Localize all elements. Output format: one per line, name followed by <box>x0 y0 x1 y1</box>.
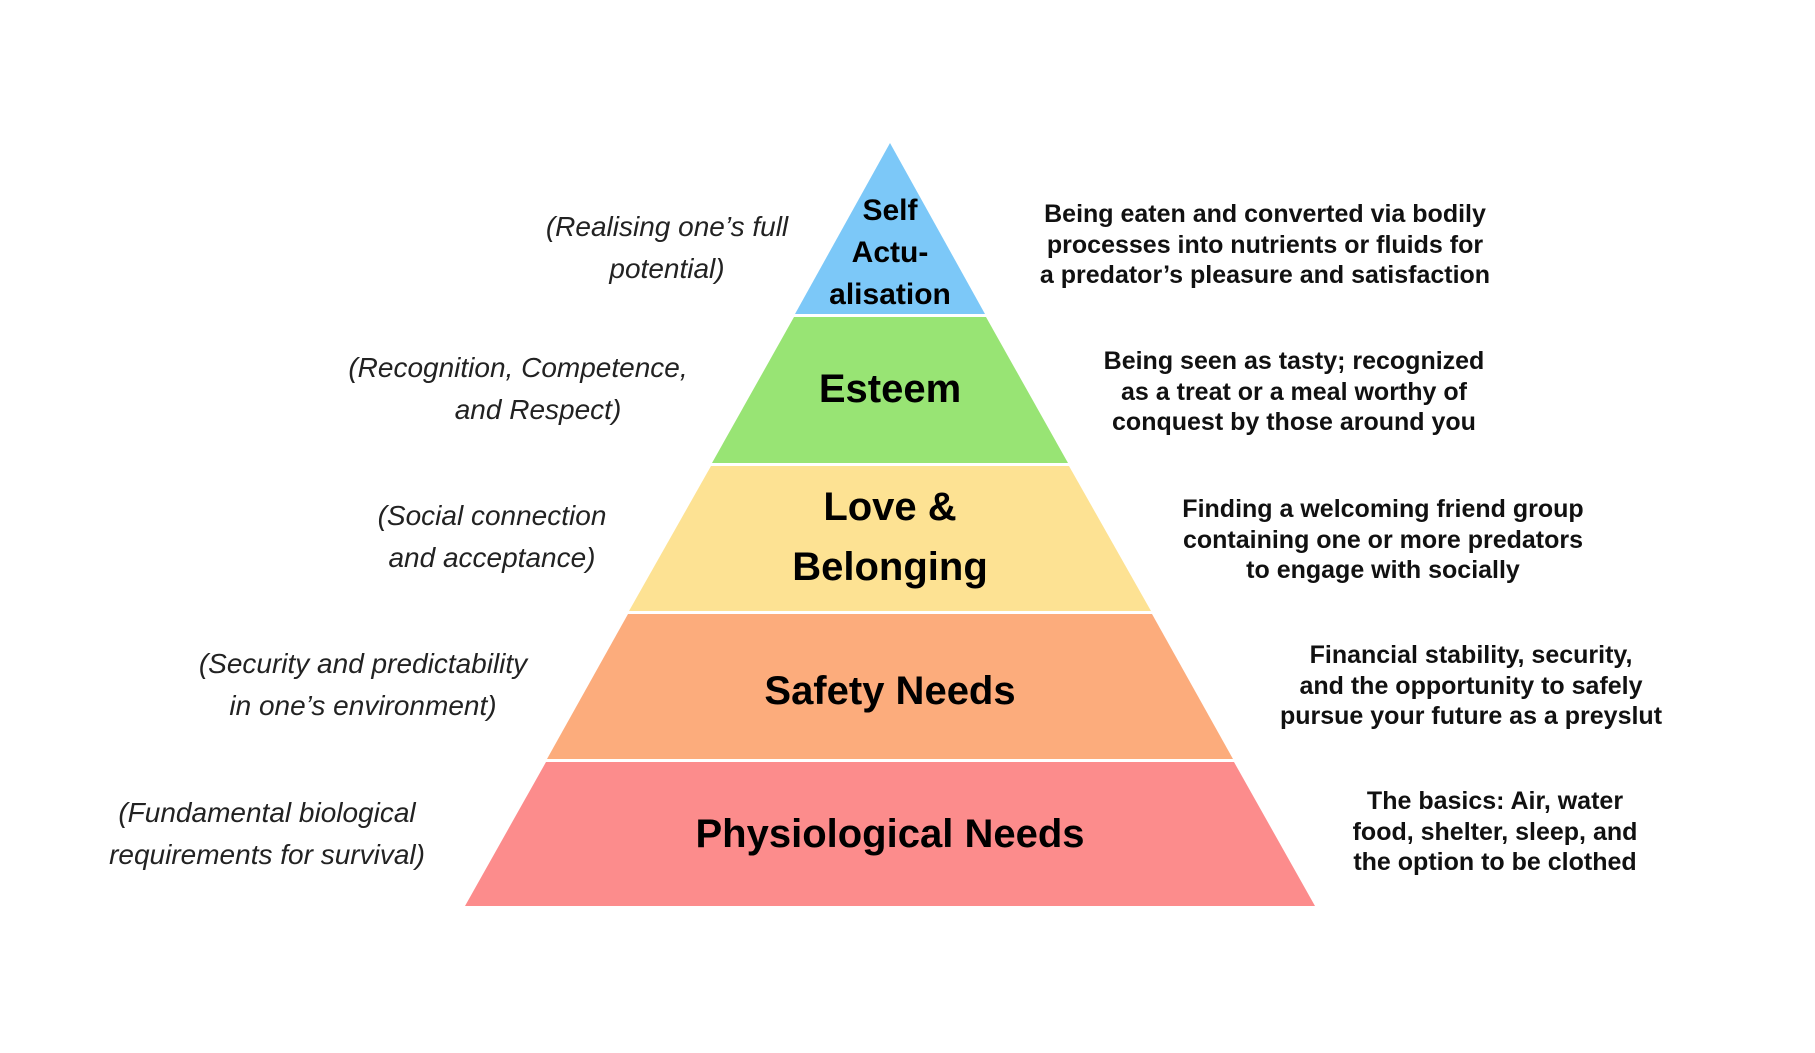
example-self-actualisation: Being eaten and converted via bodily pro… <box>1040 199 1490 291</box>
description-esteem: (Recognition, Competence, and Respect) <box>348 347 687 431</box>
example-line: as a treat or a meal worthy of <box>1121 377 1467 406</box>
example-line: Financial stability, security, <box>1309 641 1633 669</box>
example-love-belonging: Finding a welcoming friend group contain… <box>1182 494 1583 586</box>
pyramid-level-safety <box>547 614 1233 759</box>
level-name-physiological: Physiological Needs <box>695 804 1084 864</box>
description-line: (Recognition, Competence, <box>348 352 688 383</box>
level-name-line: Actu- <box>851 236 929 269</box>
description-line: in one’s environment) <box>229 690 497 721</box>
level-name-love-belonging: Love & Belonging <box>792 477 988 597</box>
description-line: (Fundamental biological <box>118 797 416 828</box>
example-safety: Financial stability, security, and the o… <box>1280 640 1662 732</box>
level-name-self-actualisation: Self Actu- alisation <box>829 190 951 316</box>
level-name-line: alisation <box>829 278 951 311</box>
level-name-line: Esteem <box>818 367 962 411</box>
pyramid-level-esteem <box>712 317 1068 463</box>
example-line: Being eaten and converted via bodily <box>1044 200 1486 228</box>
example-line: to engage with socially <box>1246 556 1520 584</box>
pyramid-level-love-belonging <box>629 466 1151 611</box>
example-line: The basics: Air, water <box>1366 787 1624 815</box>
pyramid-level-self-actualisation <box>795 143 985 314</box>
description-line: (Security and predictability <box>198 648 528 679</box>
example-line: a predator’s pleasure and satisfaction <box>1039 261 1491 289</box>
description-line: and acceptance) <box>388 542 596 573</box>
example-line: food, shelter, sleep, and <box>1352 817 1638 846</box>
example-line: containing one or more predators <box>1182 525 1584 554</box>
level-name-line: Self <box>862 194 918 227</box>
example-line: the option to be clothed <box>1353 848 1637 876</box>
level-name-line: Safety Needs <box>764 669 1016 713</box>
description-love-belonging: (Social connection and acceptance) <box>378 495 607 579</box>
description-line: and Respect) <box>454 394 622 425</box>
level-name-line: Love & <box>823 485 957 529</box>
example-line: conquest by those around you <box>1112 408 1476 436</box>
example-line: processes into nutrients or fluids for <box>1046 230 1484 259</box>
description-line: (Social connection <box>377 500 607 531</box>
example-line: pursue your future as a preyslut <box>1279 702 1663 730</box>
level-name-safety: Safety Needs <box>764 661 1015 721</box>
description-self-actualisation: (Realising one’s full potential) <box>546 206 788 290</box>
example-line: Being seen as tasty; recognized <box>1103 347 1485 375</box>
level-name-line: Belonging <box>792 545 988 589</box>
description-line: (Realising one’s full <box>545 211 789 242</box>
description-safety: (Security and predictability in one’s en… <box>199 643 527 727</box>
example-line: Finding a welcoming friend group <box>1182 495 1584 523</box>
description-line: requirements for survival) <box>109 839 425 870</box>
description-physiological: (Fundamental biological requirements for… <box>109 792 425 876</box>
pyramid-level-physiological <box>465 762 1315 906</box>
level-name-esteem: Esteem <box>819 359 961 419</box>
example-line: and the opportunity to safely <box>1299 671 1643 700</box>
description-line: potential) <box>609 253 725 284</box>
example-physiological: The basics: Air, water food, shelter, sl… <box>1353 786 1638 878</box>
example-esteem: Being seen as tasty; recognized as a tre… <box>1104 346 1485 438</box>
level-name-line: Physiological Needs <box>695 812 1085 856</box>
